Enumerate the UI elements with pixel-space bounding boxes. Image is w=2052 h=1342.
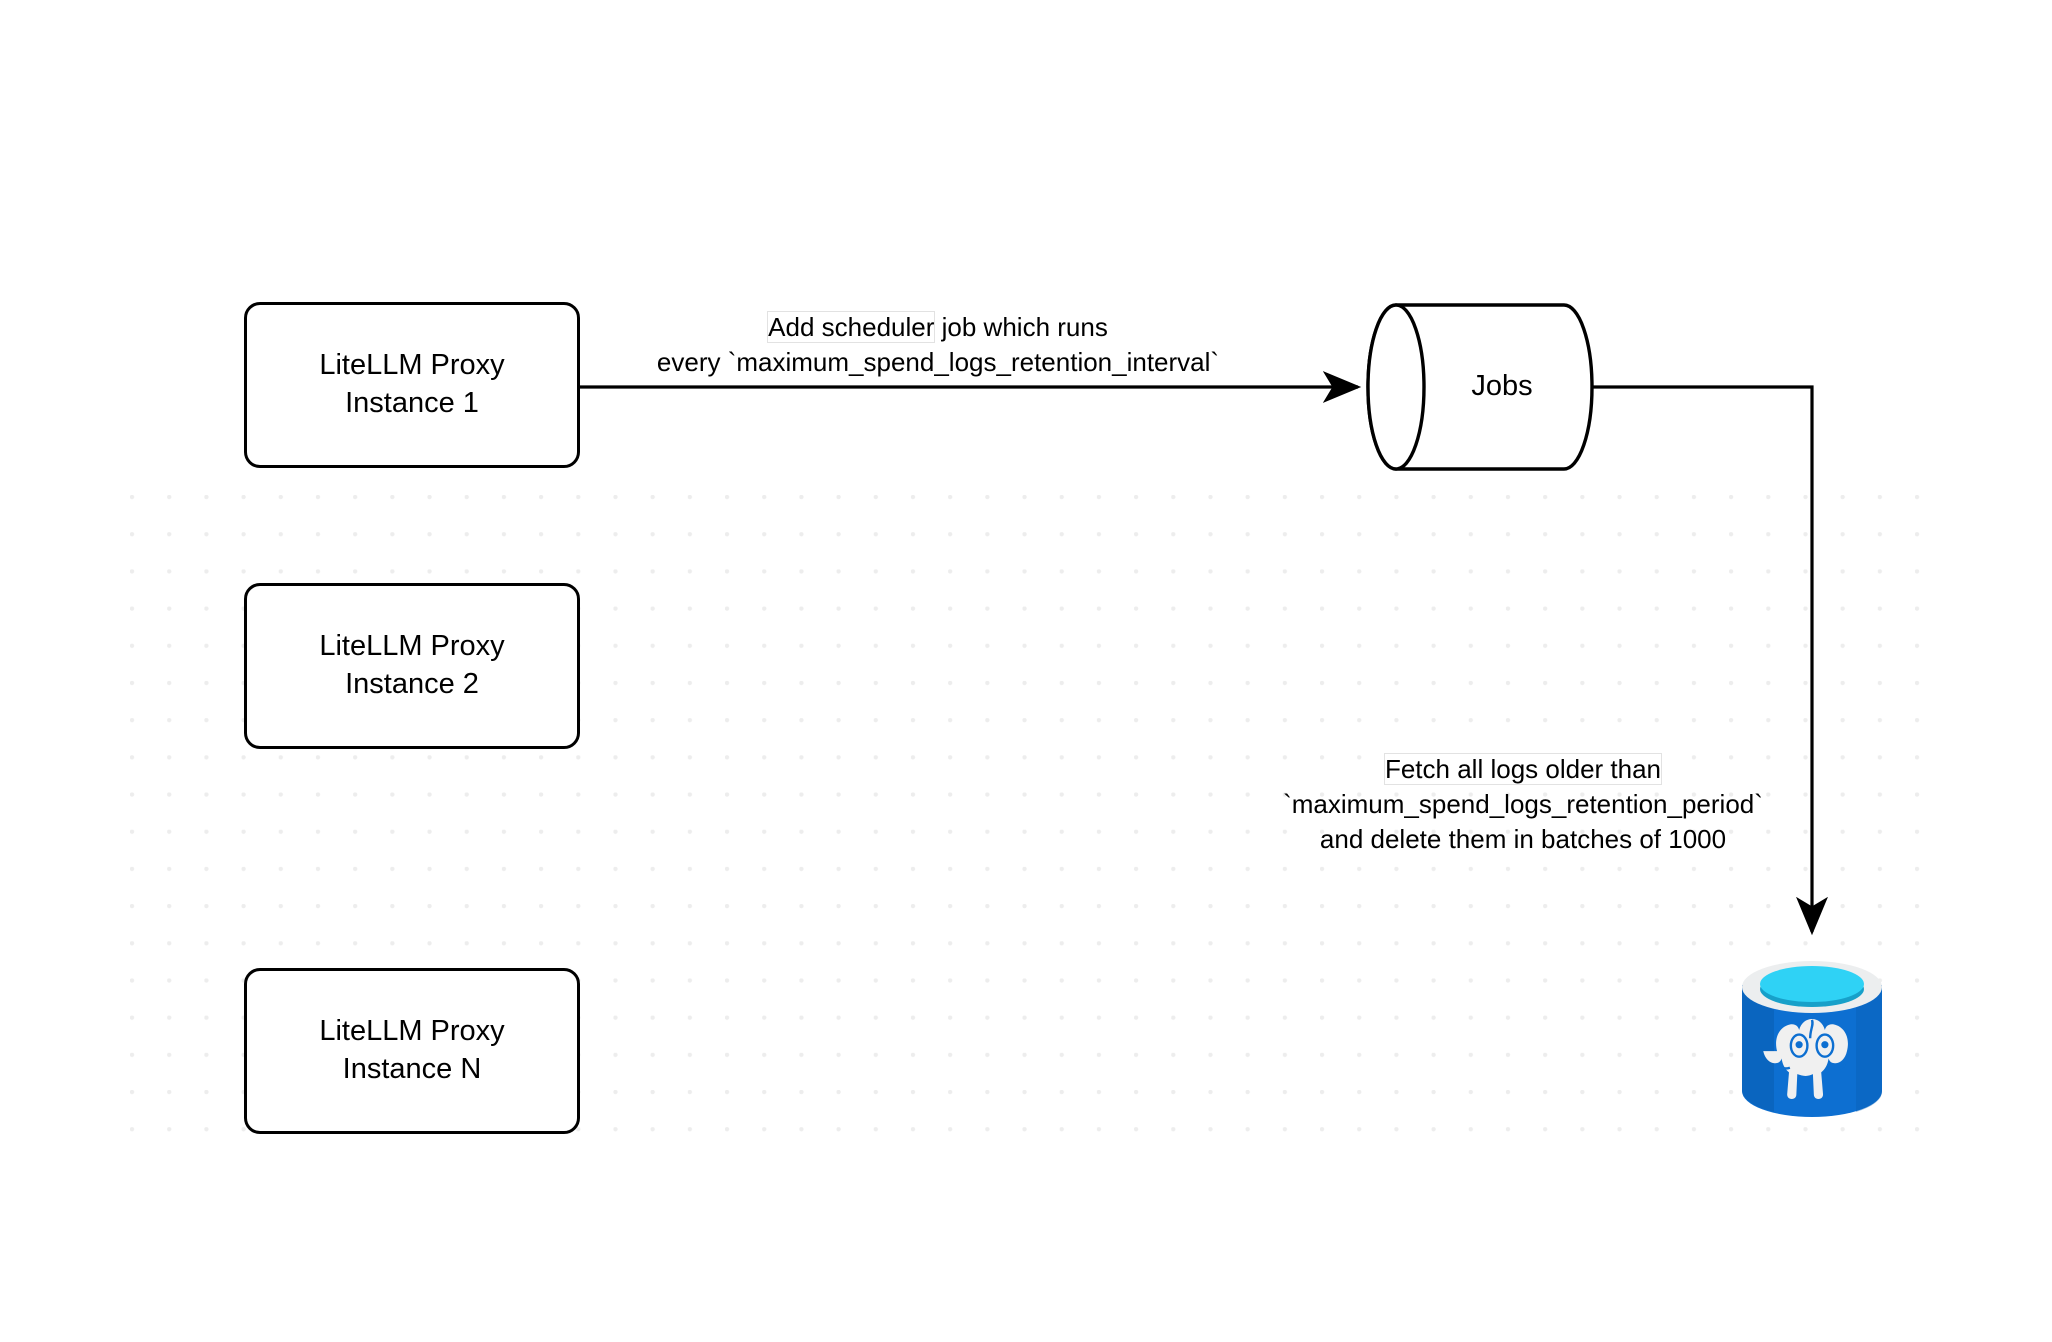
edge-label-highlight: Add scheduler (767, 311, 936, 343)
edge-label-highlight: Fetch all logs older than (1383, 753, 1663, 785)
node-litellm-proxy-instance-n[interactable]: LiteLLM Proxy Instance N (244, 968, 580, 1134)
edge-label-line-3: and delete them in batches of 1000 (1319, 824, 1727, 855)
node-label-line2: Instance 2 (345, 668, 479, 700)
edge-jobs-to-postgres (1592, 385, 1828, 936)
edge-label-fetch-and-delete-logs: Fetch all logs older than `maximum_spend… (1238, 752, 1808, 857)
node-label-line2: Instance N (342, 1053, 482, 1085)
edge-label-line-1-rest: job which runs (934, 312, 1108, 342)
jobs-cylinder-shape (1366, 303, 1594, 471)
node-label-line1: LiteLLM Proxy (319, 1015, 505, 1048)
node-jobs-cylinder[interactable]: Jobs (1368, 303, 1592, 469)
node-label-line1: LiteLLM Proxy (319, 349, 505, 382)
edge-label-line-2: `maximum_spend_logs_retention_period` (1283, 789, 1763, 820)
edge-label-line-1: Add scheduler job which runs (608, 310, 1268, 345)
jobs-cylinder-label: Jobs (1471, 369, 1533, 402)
node-label-line2: Instance 1 (345, 387, 479, 419)
edge-label-line-1: Fetch all logs older than (1238, 752, 1808, 787)
edge-label-line-2: every `maximum_spend_logs_retention_inte… (656, 347, 1220, 378)
node-label-line1: LiteLLM Proxy (319, 630, 505, 663)
node-litellm-proxy-instance-1[interactable]: LiteLLM Proxy Instance 1 (244, 302, 580, 468)
edge-label-add-scheduler-job: Add scheduler job which runs every `maxi… (608, 310, 1268, 380)
node-litellm-proxy-instance-2[interactable]: LiteLLM Proxy Instance 2 (244, 583, 580, 749)
postgres-database-icon (1742, 961, 1883, 1117)
